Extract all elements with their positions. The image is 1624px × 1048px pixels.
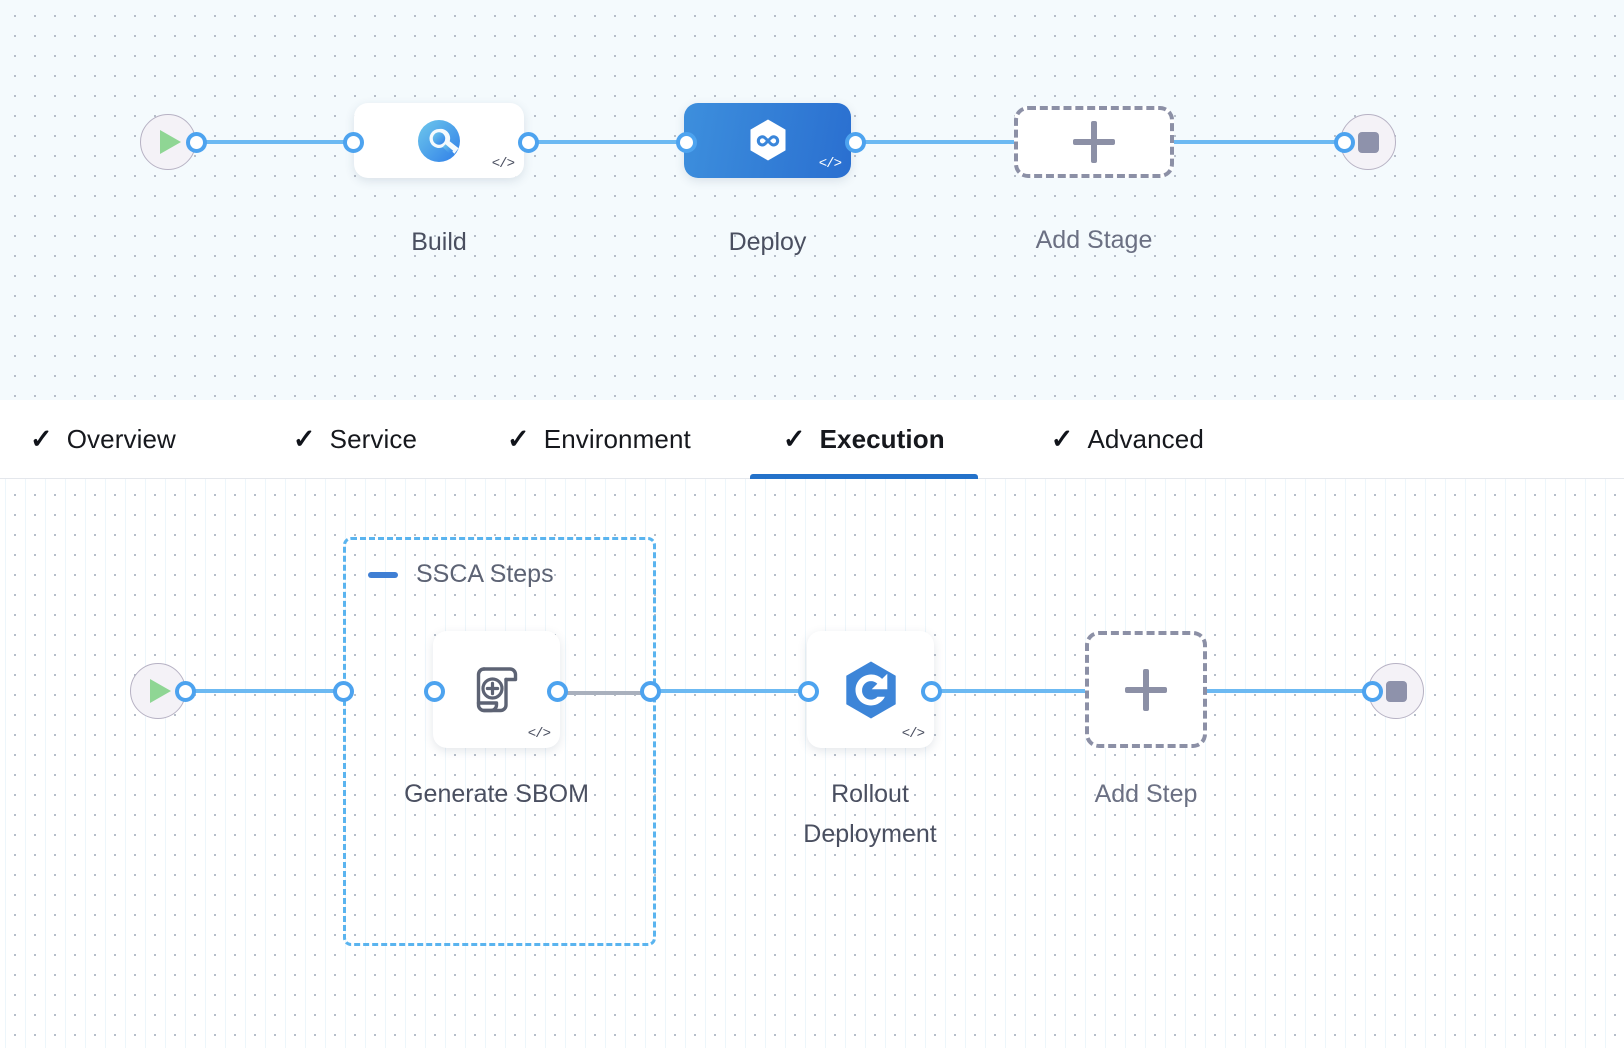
port-start-out[interactable] [186,132,207,153]
play-icon [160,130,181,154]
plus-icon [1125,668,1167,711]
stage-label-deploy: Deploy [728,228,807,256]
port-steps-end-in[interactable] [1362,681,1383,702]
execution-steps-canvas[interactable]: SSCA Steps </> [0,479,1624,1048]
tab-label-service: Service [329,423,418,454]
pipeline-stage-canvas[interactable]: </> Build </> Deploy Add Stage [0,0,1624,400]
step-card-rollout-deployment[interactable]: </> [807,631,934,748]
wire-sbom-to-group-out [562,691,652,695]
tab-advanced[interactable]: ✓ Advanced [1051,400,1204,479]
build-search-icon [417,119,460,162]
plus-icon [1073,121,1115,163]
stop-icon [1357,131,1379,153]
code-badge-deploy: </> [818,156,842,172]
tab-label-execution: Execution [819,423,945,454]
port-steps-start-out[interactable] [175,681,196,702]
wire-start-to-build [186,140,366,144]
add-step-button[interactable] [1085,631,1207,748]
wire-deploy-to-addstage [840,140,1090,144]
tab-underline-execution [749,473,978,479]
port-build-in[interactable] [343,132,364,153]
sbom-scroll-plus-icon [476,666,517,712]
wire-addstep-to-end [1200,689,1370,693]
check-icon: ✓ [292,423,316,454]
minus-icon[interactable] [368,571,398,578]
step-group-ssca[interactable]: SSCA Steps [343,537,656,946]
step-card-generate-sbom[interactable]: </> [433,631,560,748]
wire-build-to-deploy [510,140,710,144]
add-stage-label: Add Stage [1035,226,1153,254]
deploy-hexagon-infinity-icon [750,119,785,160]
wire-rollout-to-addstep [930,689,1095,693]
tab-label-advanced: Advanced [1087,423,1204,454]
wire-group-to-rollout [650,689,815,693]
port-group-in[interactable] [333,681,354,702]
tab-environment[interactable]: ✓ Environment [507,400,691,479]
port-group-out[interactable] [640,681,661,702]
port-sbom-in[interactable] [424,681,445,702]
stage-config-tabs: ✓ Overview ✓ Service ✓ Environment ✓ Exe… [0,400,1624,479]
stage-card-build[interactable]: </> [354,103,524,178]
step-group-title: SSCA Steps [416,560,554,588]
step-label-rollout-line1: Rollout [831,780,909,808]
port-build-out[interactable] [518,132,539,153]
port-end-in[interactable] [1334,132,1355,153]
port-rollout-in[interactable] [798,681,819,702]
wire-addstage-to-end [1160,140,1370,144]
code-badge-rollout: </> [901,726,925,742]
check-icon: ✓ [1050,423,1074,454]
check-icon: ✓ [507,423,530,454]
rollout-hexagon-refresh-icon [845,661,896,718]
step-label-rollout-line2: Deployment [803,820,937,848]
stage-card-deploy[interactable]: </> [684,103,851,178]
tab-overview[interactable]: ✓ Overview [30,400,176,479]
code-badge-sbom: </> [527,726,551,742]
step-label-rollout-deployment: Rollout Deployment [760,774,980,854]
check-icon: ✓ [30,423,53,454]
port-rollout-out[interactable] [921,681,942,702]
add-step-label: Add Step [1094,780,1198,808]
port-deploy-out[interactable] [845,132,866,153]
port-deploy-in[interactable] [676,132,697,153]
check-icon: ✓ [782,423,806,454]
step-group-header: SSCA Steps [368,560,554,589]
stage-label-build: Build [411,228,467,256]
port-sbom-out[interactable] [547,681,568,702]
add-stage-button[interactable] [1014,106,1174,178]
tab-label-overview: Overview [66,423,176,454]
play-icon [150,679,171,703]
stop-icon [1385,680,1407,702]
tab-service[interactable]: ✓ Service [293,400,417,479]
tab-label-environment: Environment [543,423,691,454]
tab-execution[interactable]: ✓ Execution [749,400,978,479]
wire-start-to-group [175,689,350,693]
code-badge-build: </> [491,156,515,172]
